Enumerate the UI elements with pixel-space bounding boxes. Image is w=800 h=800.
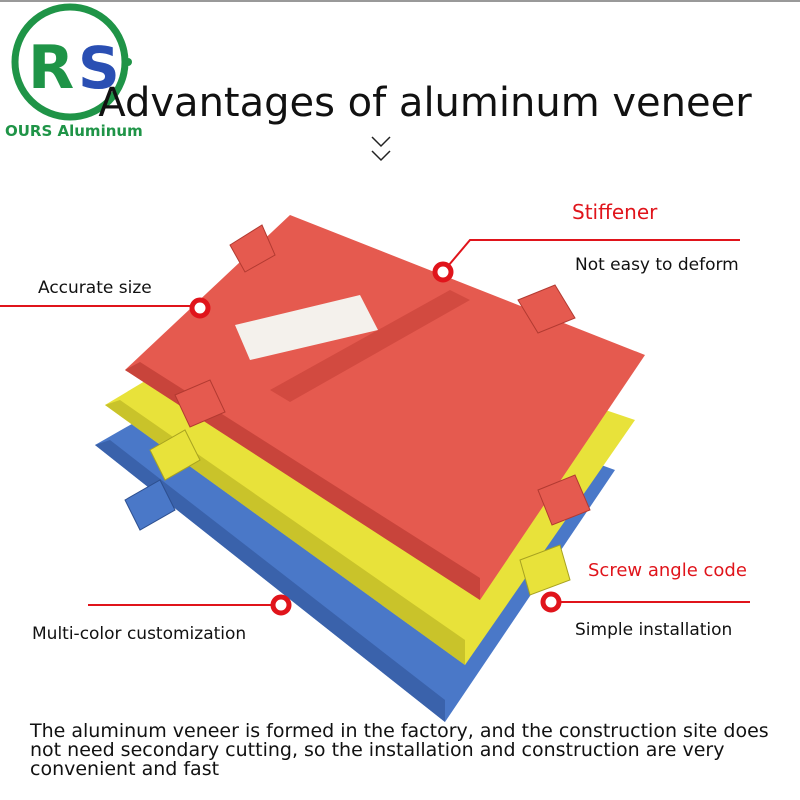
top-border xyxy=(0,0,800,2)
callout-dots xyxy=(189,261,562,616)
callout-screw-angle-code: Screw angle code xyxy=(588,560,747,581)
svg-text:S: S xyxy=(78,34,120,102)
svg-text:R: R xyxy=(28,33,74,103)
brand-name: OURS Aluminum xyxy=(5,122,143,140)
callout-not-easy-to-deform: Not easy to deform xyxy=(575,255,739,275)
chevron-down-icon xyxy=(371,136,391,162)
red-panel xyxy=(125,215,645,600)
callout-stiffener: Stiffener xyxy=(572,200,658,224)
page-title: Advantages of aluminum veneer xyxy=(98,80,752,126)
callout-multi-color: Multi-color customization xyxy=(32,624,247,644)
callout-accurate-size: Accurate size xyxy=(38,278,152,298)
brand-logo: R S xyxy=(11,3,132,121)
description-text: The aluminum veneer is formed in the fac… xyxy=(30,720,769,780)
callout-simple-installation: Simple installation xyxy=(575,620,733,640)
callout-lines xyxy=(0,239,750,606)
